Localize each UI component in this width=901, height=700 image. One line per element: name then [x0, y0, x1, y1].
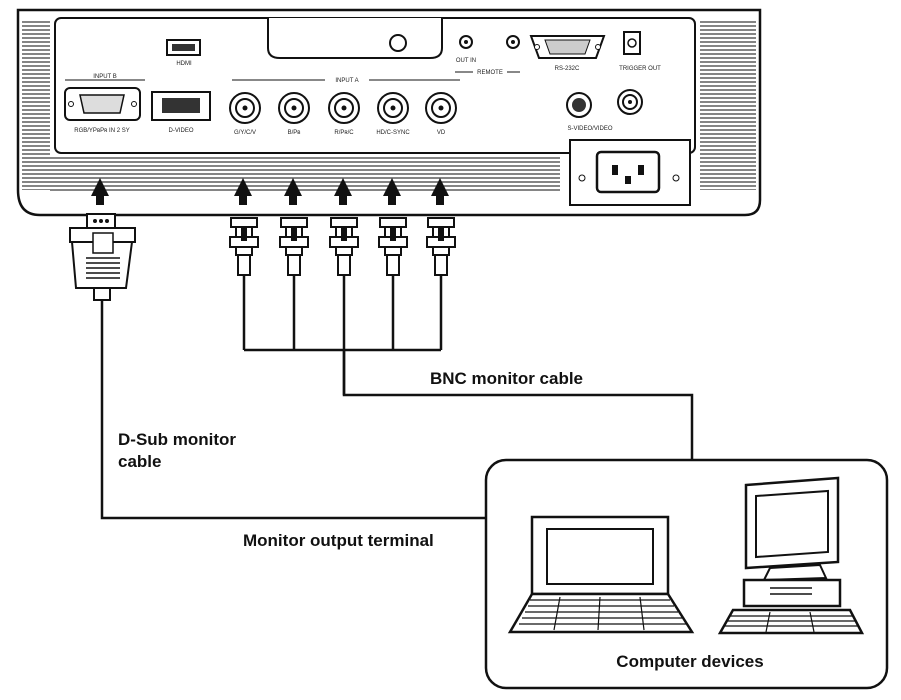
arrow-dsub — [91, 178, 109, 205]
bnc-port-2 — [278, 92, 310, 124]
bnc-label-5: VD — [437, 130, 446, 136]
input-b-label: INPUT B — [93, 74, 117, 80]
vent-grille-bottom — [50, 156, 560, 192]
vent-grille-left — [22, 20, 50, 190]
s-video-label: S-VIDEO/VIDEO — [567, 126, 612, 132]
insertion-arrows — [91, 178, 449, 205]
hdmi-label: HDMI — [176, 61, 192, 67]
bnc-plug-2 — [279, 217, 309, 350]
panel-connectors: HDMI INPUT B RGB/YPʙPʀ IN 2 SY D-VIDEO I… — [64, 31, 661, 136]
arrow-bnc-2 — [284, 178, 302, 205]
bnc-label-3: R/Pʀ/C — [334, 130, 354, 136]
dsub-connector — [69, 213, 136, 301]
monitor-output-label: Monitor output terminal — [243, 531, 434, 550]
bnc-plug-4 — [378, 217, 408, 350]
input-a-label: INPUT A — [335, 78, 358, 84]
d-video-port — [151, 91, 211, 121]
projector-rear-panel — [16, 8, 762, 217]
rs232c-label: RS-232C — [555, 66, 580, 72]
cables — [100, 300, 694, 520]
bnc-plug-1 — [229, 217, 259, 350]
bnc-connectors — [229, 217, 456, 395]
vent-grille-right — [700, 20, 756, 190]
bnc-port-3 — [328, 92, 360, 124]
bnc-port-5 — [425, 92, 457, 124]
bnc-cable-label: BNC monitor cable — [430, 369, 583, 388]
trigger-out-label: TRIGGER OUT — [619, 66, 661, 72]
bnc-port-1 — [229, 92, 261, 124]
bnc-port-4 — [377, 92, 409, 124]
dsub-cable-label-line1: D-Sub monitor — [118, 430, 236, 449]
rgb-in-label: RGB/YPʙPʀ IN 2 SY — [74, 128, 129, 134]
computer-devices-label: Computer devices — [616, 652, 763, 671]
out-in-label: OUT IN — [456, 58, 476, 64]
arrow-bnc-4 — [383, 178, 401, 205]
arrow-bnc-3 — [334, 178, 352, 205]
laptop-icon — [507, 515, 695, 634]
remote-label: REMOTE — [477, 70, 503, 76]
bnc-monitor-cable-line — [342, 350, 694, 465]
computer-devices-box: Computer devices — [484, 458, 889, 690]
bnc-label-2: B/Pʙ — [288, 130, 301, 136]
d-video-label: D-VIDEO — [168, 128, 193, 134]
dsub-monitor-cable-line — [100, 300, 492, 520]
arrow-bnc-1 — [234, 178, 252, 205]
bnc-label-1: G/Y/C/V — [234, 130, 256, 136]
arrow-bnc-5 — [431, 178, 449, 205]
bnc-label-4: HD/C-SYNC — [376, 130, 410, 136]
dsub-cable-label-line2: cable — [118, 452, 161, 471]
desktop-computer-icon — [717, 476, 865, 635]
power-inlet — [595, 150, 661, 194]
bnc-plug-5 — [426, 217, 456, 350]
